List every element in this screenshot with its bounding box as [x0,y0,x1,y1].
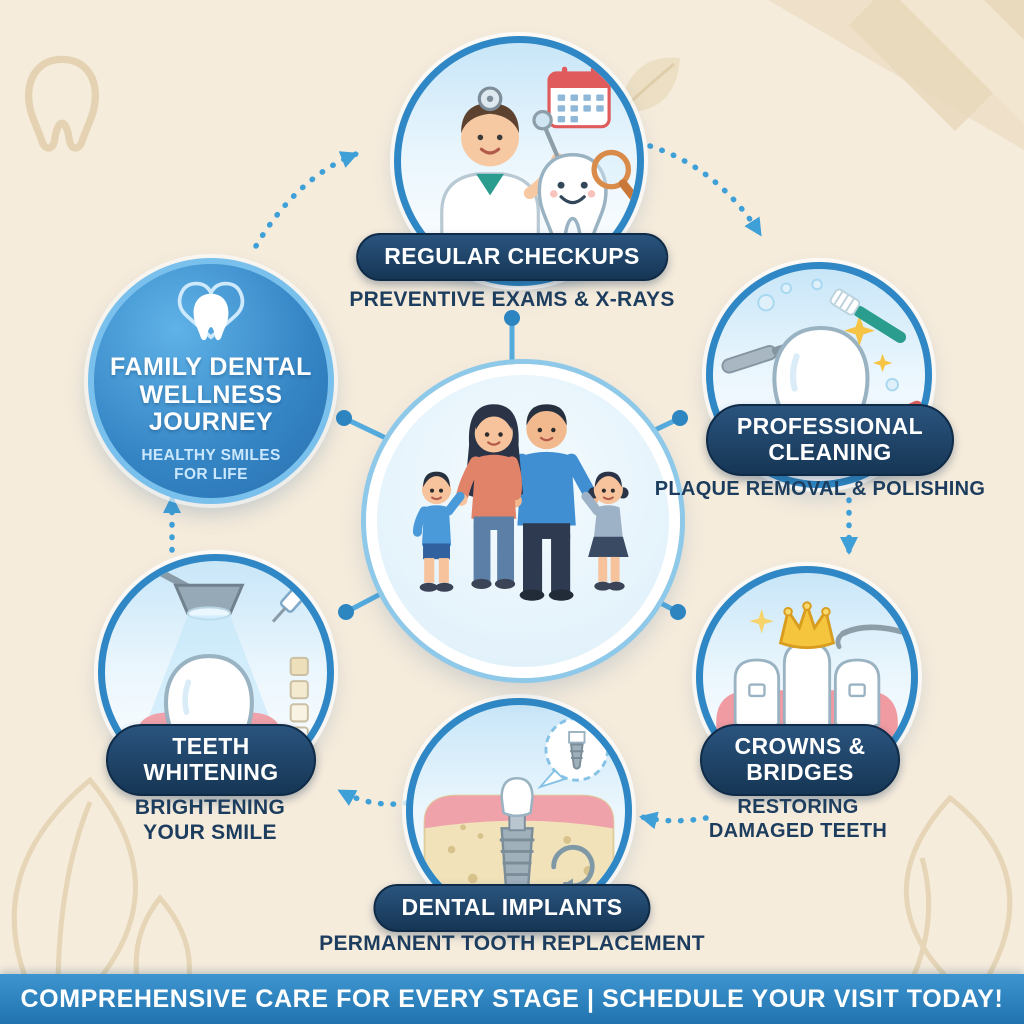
family-illustration [366,364,680,678]
corner-stripe-decoration [900,0,1024,124]
bracket-icon [748,683,766,698]
professional-cleaning-label: PROFESSIONAL CLEANING [706,404,954,476]
dental-implants-subtitle: PERMANENT TOOTH REPLACEMENT [319,932,705,955]
footer-text: COMPREHENSIVE CARE FOR EVERY STAGE | SCH… [20,984,1004,1013]
arrow-checkups-to-cleaning [647,143,763,237]
tooth-decoration [25,55,99,152]
calendar-icon [547,66,611,129]
daughter-figure [581,471,629,591]
smiling-tooth-icon [537,153,608,246]
son-figure [412,471,465,592]
father-figure [507,404,599,601]
crowns-bridges-subtitle: RESTORING DAMAGED TEETH [708,796,888,842]
diamond-decoration [848,0,1024,132]
mother-figure [455,404,523,589]
corner-triangle-decoration [768,0,1024,150]
professional-cleaning-subtitle: PLAQUE REMOVAL & POLISHING [654,478,986,500]
gold-crown-icon [778,600,836,650]
infographic-title: FAMILY DENTAL WELLNESS JOURNEY [110,353,312,436]
implant-bubble-icon [537,717,610,789]
footer-banner: COMPREHENSIVE CARE FOR EVERY STAGE | SCH… [0,974,1024,1024]
infographic-subtitle: HEALTHY SMILES FOR LIFE [141,446,281,483]
toothbrush-teal-icon [829,288,907,343]
dental-lamp-icon [137,561,245,621]
dental-implants-label: DENTAL IMPLANTS [373,884,651,932]
teeth-row-icon [733,641,881,733]
regular-checkups-subtitle: PREVENTIVE EXAMS & X-RAYS [349,288,675,311]
bracket-icon [848,683,866,698]
implant-screw-icon [499,776,535,901]
leaf-decoration-bottom-right [899,794,1013,1002]
tooth-heart-icon [177,281,245,341]
crowns-bridges-label: CROWNS & BRIDGES [700,724,900,796]
teeth-whitening-label: TEETH WHITENING [106,724,316,796]
teeth-whitening-subtitle: BRIGHTENING YOUR SMILE [134,796,286,844]
dental-tool-icon [835,624,905,650]
title-node: FAMILY DENTAL WELLNESS JOURNEY HEALTHY S… [88,258,334,504]
regular-checkups-label: REGULAR CHECKUPS [356,233,668,281]
sparkle-icon [749,608,774,634]
magnifier-icon [591,149,637,203]
family-icon [412,404,629,601]
syringe-icon [271,561,327,623]
arrow-implants-to-whitening [337,788,409,807]
arrow-title-to-checkups [253,151,359,249]
bubbles-icon [743,278,904,435]
